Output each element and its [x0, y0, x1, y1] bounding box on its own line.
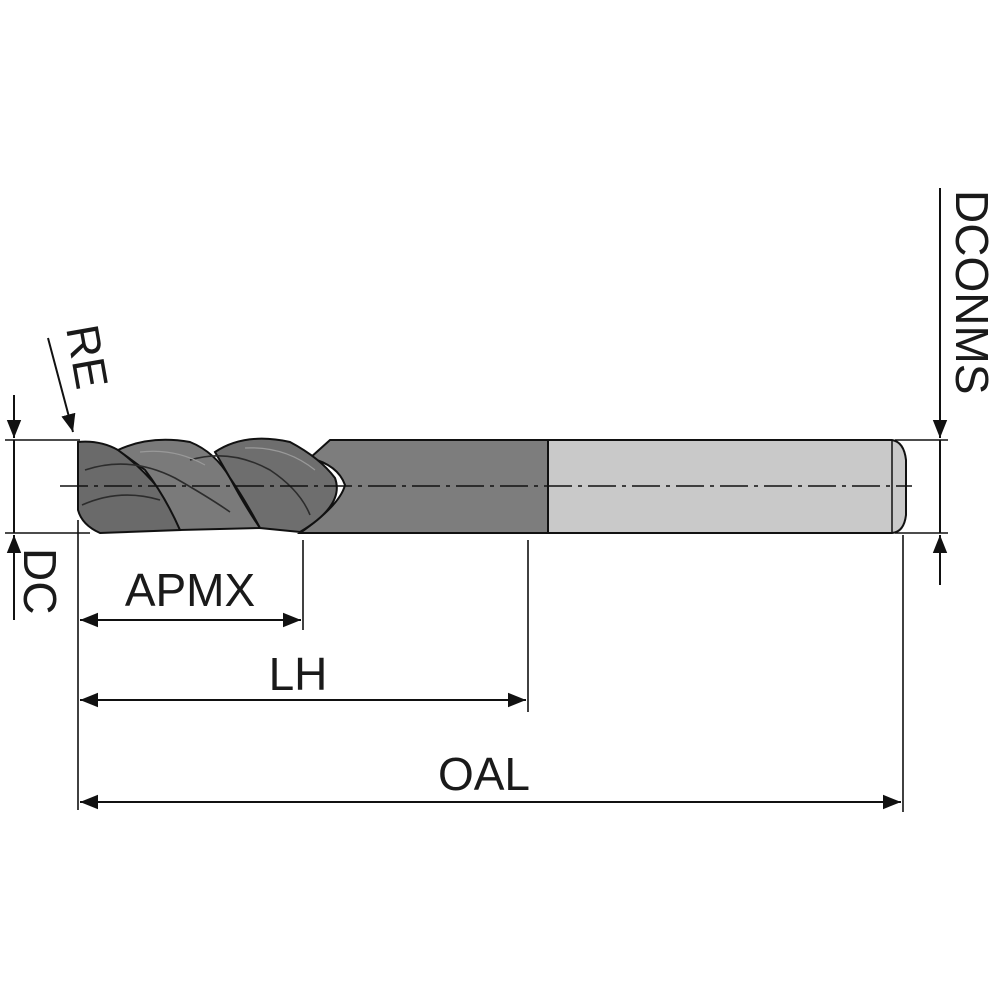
flute-edge-2 — [81, 494, 161, 506]
lh-label: LH — [269, 648, 328, 700]
dc-dimension: DC — [6, 395, 66, 620]
apmx-dimension: APMX — [80, 564, 301, 628]
re-dimension: RE — [47, 321, 118, 433]
oal-dimension: OAL — [80, 748, 901, 810]
dc-label: DC — [14, 548, 66, 614]
flute-edge-1 — [84, 463, 231, 513]
re-label: RE — [56, 321, 118, 393]
oal-label: OAL — [438, 748, 530, 800]
flute-edge-5 — [244, 447, 316, 471]
lh-dimension: LH — [80, 648, 526, 708]
flute-edge-4 — [139, 450, 206, 466]
end-mill-tool — [60, 437, 912, 535]
dconms-dimension: DCONMS — [932, 188, 998, 585]
flute-edge-3 — [189, 455, 311, 516]
dconms-label: DCONMS — [946, 190, 998, 394]
extension-lines — [5, 439, 948, 812]
apmx-label: APMX — [125, 564, 255, 616]
flutes — [77, 437, 338, 535]
